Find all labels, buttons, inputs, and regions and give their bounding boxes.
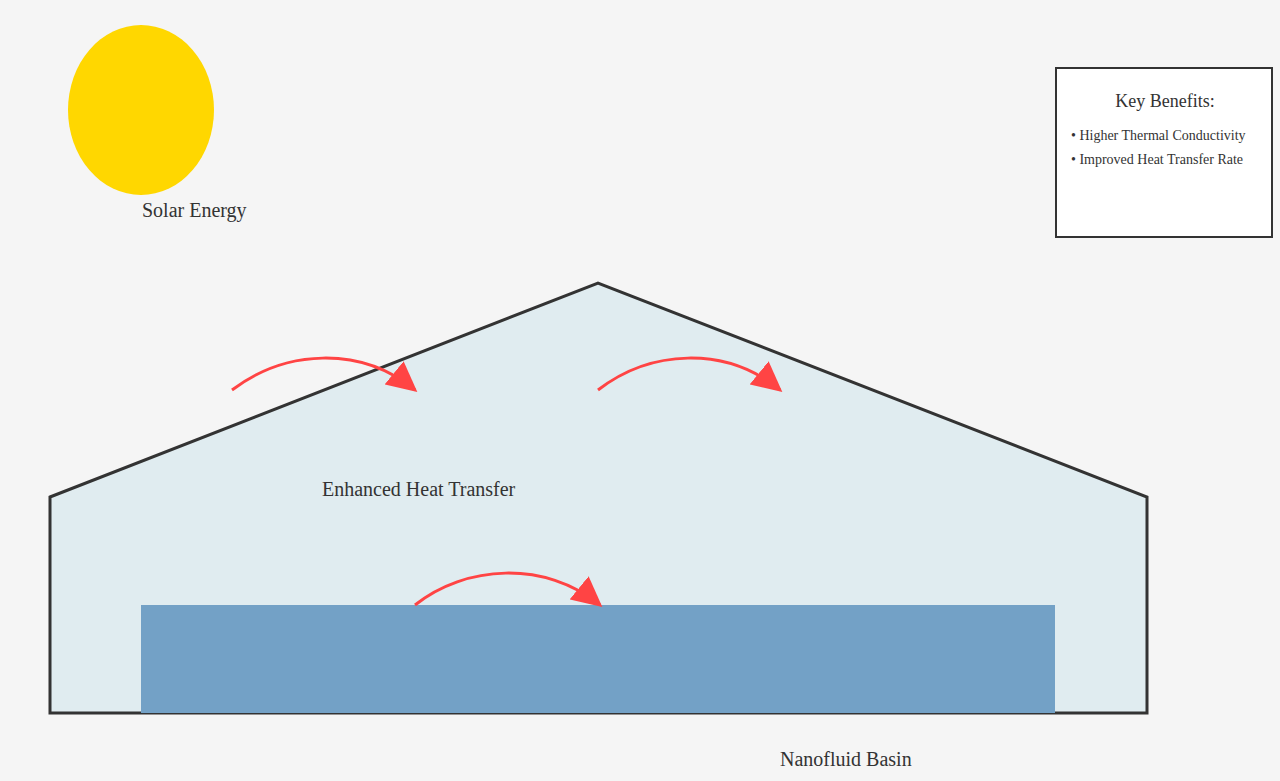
benefit-item: • Higher Thermal Conductivity	[1071, 124, 1259, 148]
heat-arrow	[415, 573, 600, 605]
node-label: Solar Energy	[142, 199, 247, 222]
legend-title: Key Benefits:	[1071, 91, 1259, 112]
sun-shape	[68, 25, 214, 195]
solar-still: Enhanced Heat TransferNanofluid Basin	[50, 283, 1147, 713]
benefits-box: Key Benefits: • Higher Thermal Conductivi…	[1055, 67, 1273, 238]
node-label: Nanofluid Basin	[780, 748, 912, 771]
nanofluid-basin: Nanofluid Basin	[141, 605, 1055, 713]
still-body	[50, 283, 1147, 713]
node-label: Enhanced Heat Transfer	[322, 478, 515, 501]
benefit-item: • Improved Heat Transfer Rate	[1071, 148, 1259, 172]
sun-disc	[68, 25, 214, 195]
heat-arrow	[232, 358, 415, 390]
heat-arrow	[598, 358, 780, 390]
sun: Solar Energy	[68, 25, 214, 195]
